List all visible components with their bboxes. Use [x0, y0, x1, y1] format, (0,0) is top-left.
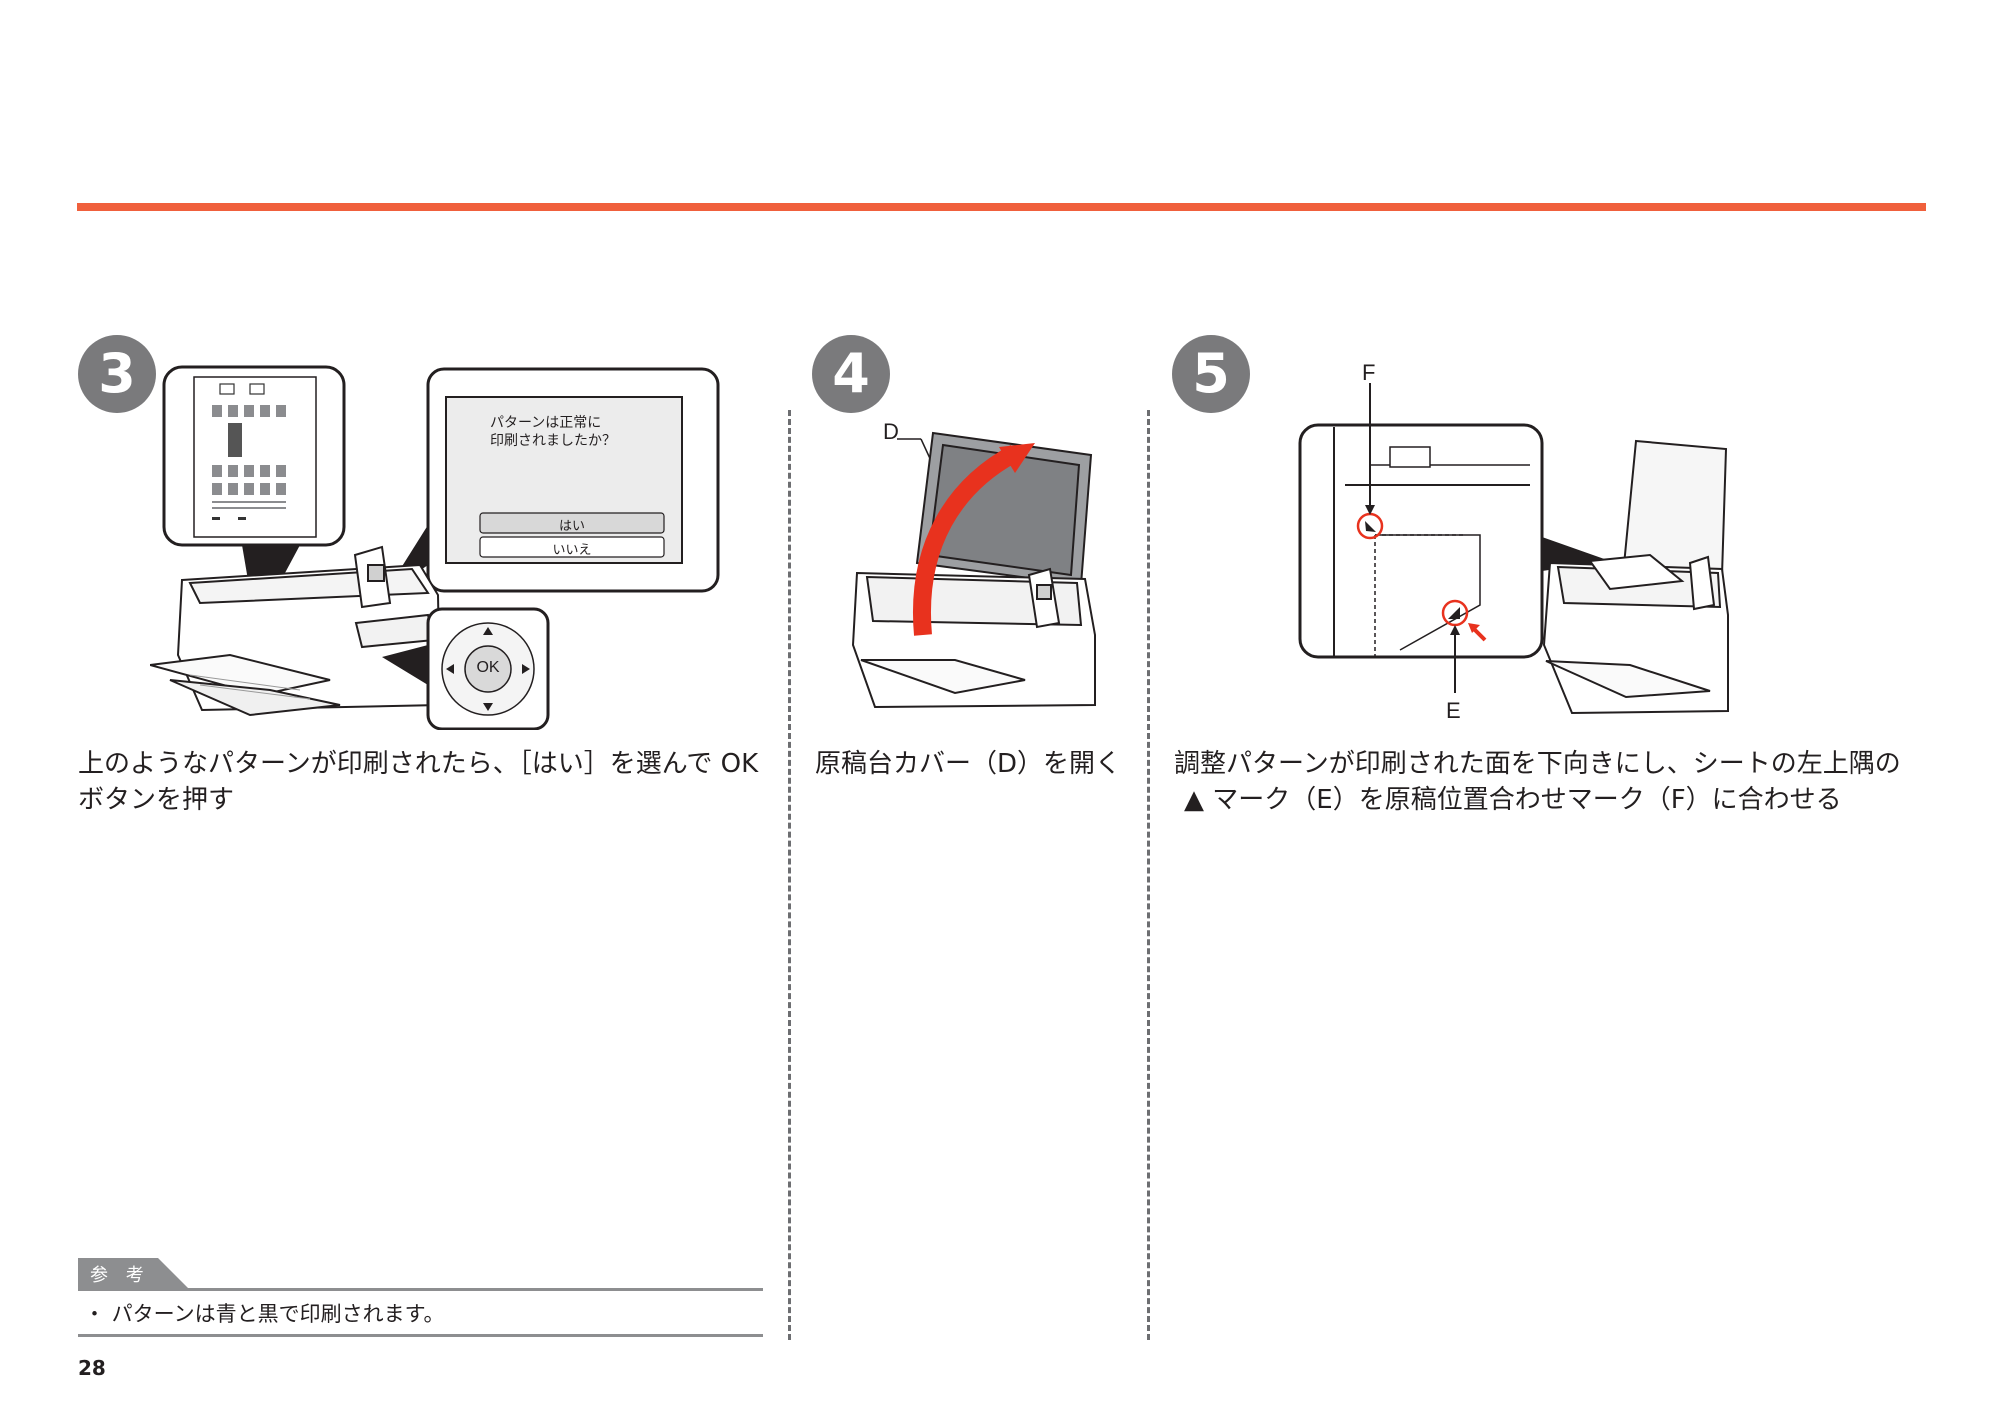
printer [150, 545, 442, 717]
step-4-badge: 4 [812, 335, 890, 413]
step-3-instruction: 上のようなパターンが印刷されたら、［はい］を選んで OK ボタンを押す [78, 746, 778, 818]
label-d: D [883, 419, 899, 444]
step-5-instruction: 調整パターンが印刷された面を下向きにし、シートの左上隅の ▲ マーク（E）を原稿… [1174, 746, 1934, 818]
screen-message-line2: 印刷されましたか？ [490, 433, 616, 449]
printer-with-sheet [1542, 439, 1729, 715]
step-3-badge: 3 [78, 335, 156, 413]
note-text: ・ パターンは青と黒で印刷されます。 [84, 1302, 445, 1326]
alignment-mark-callout [1298, 423, 1544, 659]
step-3-text-line2: ボタンを押す [78, 785, 235, 815]
step-3-text-line1: 上のようなパターンが印刷されたら、［はい］を選んで OK [78, 749, 759, 779]
step-4-instruction: 原稿台カバー（D）を開く [815, 746, 1145, 782]
step-3-illustration [150, 365, 720, 730]
column-divider-1 [788, 410, 791, 1340]
note-bottom-rule [78, 1334, 763, 1337]
screen-yes-button[interactable]: はい [558, 519, 585, 534]
header-rule [77, 203, 1926, 211]
screen-message: パターンは正常に 印刷されましたか？ [490, 414, 616, 450]
screen-message-line1: パターンは正常に [490, 415, 602, 431]
step-5-text-line1: 調整パターンが印刷された面を下向きにし、シートの左上隅の [1174, 749, 1901, 779]
note-top-rule [78, 1288, 763, 1291]
lcd-screen-callout [426, 367, 720, 593]
step-5-text-line2: ▲ マーク（E）を原稿位置合わせマーク（F）に合わせる [1184, 785, 1842, 815]
label-e: E [1446, 698, 1461, 723]
step-5-illustration [1298, 383, 1729, 715]
note-heading: 参 考 [90, 1265, 150, 1286]
ok-control-callout [426, 607, 550, 730]
step-4-text-line1: 原稿台カバー（D）を開く [815, 749, 1122, 779]
label-f: F [1362, 360, 1376, 385]
column-divider-2 [1147, 410, 1150, 1340]
ok-button[interactable]: OK [476, 659, 500, 676]
note-heading-tab [78, 1258, 188, 1288]
step-4-illustration [851, 431, 1096, 709]
page-number: 28 [78, 1356, 106, 1380]
screen-no-button[interactable]: いいえ [552, 543, 592, 558]
step-5-badge: 5 [1172, 335, 1250, 413]
printed-pattern-callout [162, 365, 346, 547]
